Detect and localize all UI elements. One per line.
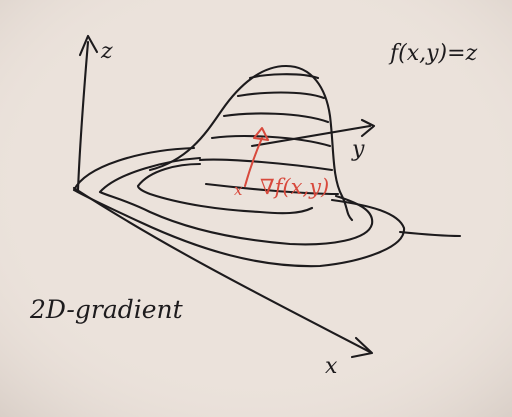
contour-line-1: [248, 73, 320, 80]
z-axis-label: z: [100, 39, 113, 64]
gradient-vector: [244, 137, 263, 187]
contour-line-2: [236, 91, 326, 100]
caption-label: 2D-gradient: [29, 295, 184, 324]
gradient-label: ∇f(x,y): [260, 175, 329, 199]
point-mark: x: [234, 181, 243, 199]
surface-base-inner: [98, 156, 374, 246]
equation-label: f(x,y)=z: [388, 41, 478, 66]
z-axis-arrowhead: [78, 34, 99, 57]
contour-line-3: [222, 112, 330, 124]
x-axis-arrowhead: [350, 336, 374, 359]
y-axis: [250, 124, 372, 148]
x-axis: [72, 186, 372, 354]
y-axis-arrowhead: [360, 118, 376, 138]
surface-base-outer: [72, 146, 406, 268]
surface-silhouette: [148, 64, 354, 222]
contour-line-5: [198, 158, 334, 172]
contour-line-4: [210, 135, 332, 148]
y-axis-label: y: [351, 137, 365, 162]
z-axis: [76, 40, 90, 192]
surface-base-lip: [136, 162, 314, 215]
surface-base-tail: [398, 230, 462, 238]
contour-line-6: [204, 182, 340, 196]
x-axis-label: x: [325, 354, 338, 379]
gradient-arrowhead: [253, 127, 269, 141]
